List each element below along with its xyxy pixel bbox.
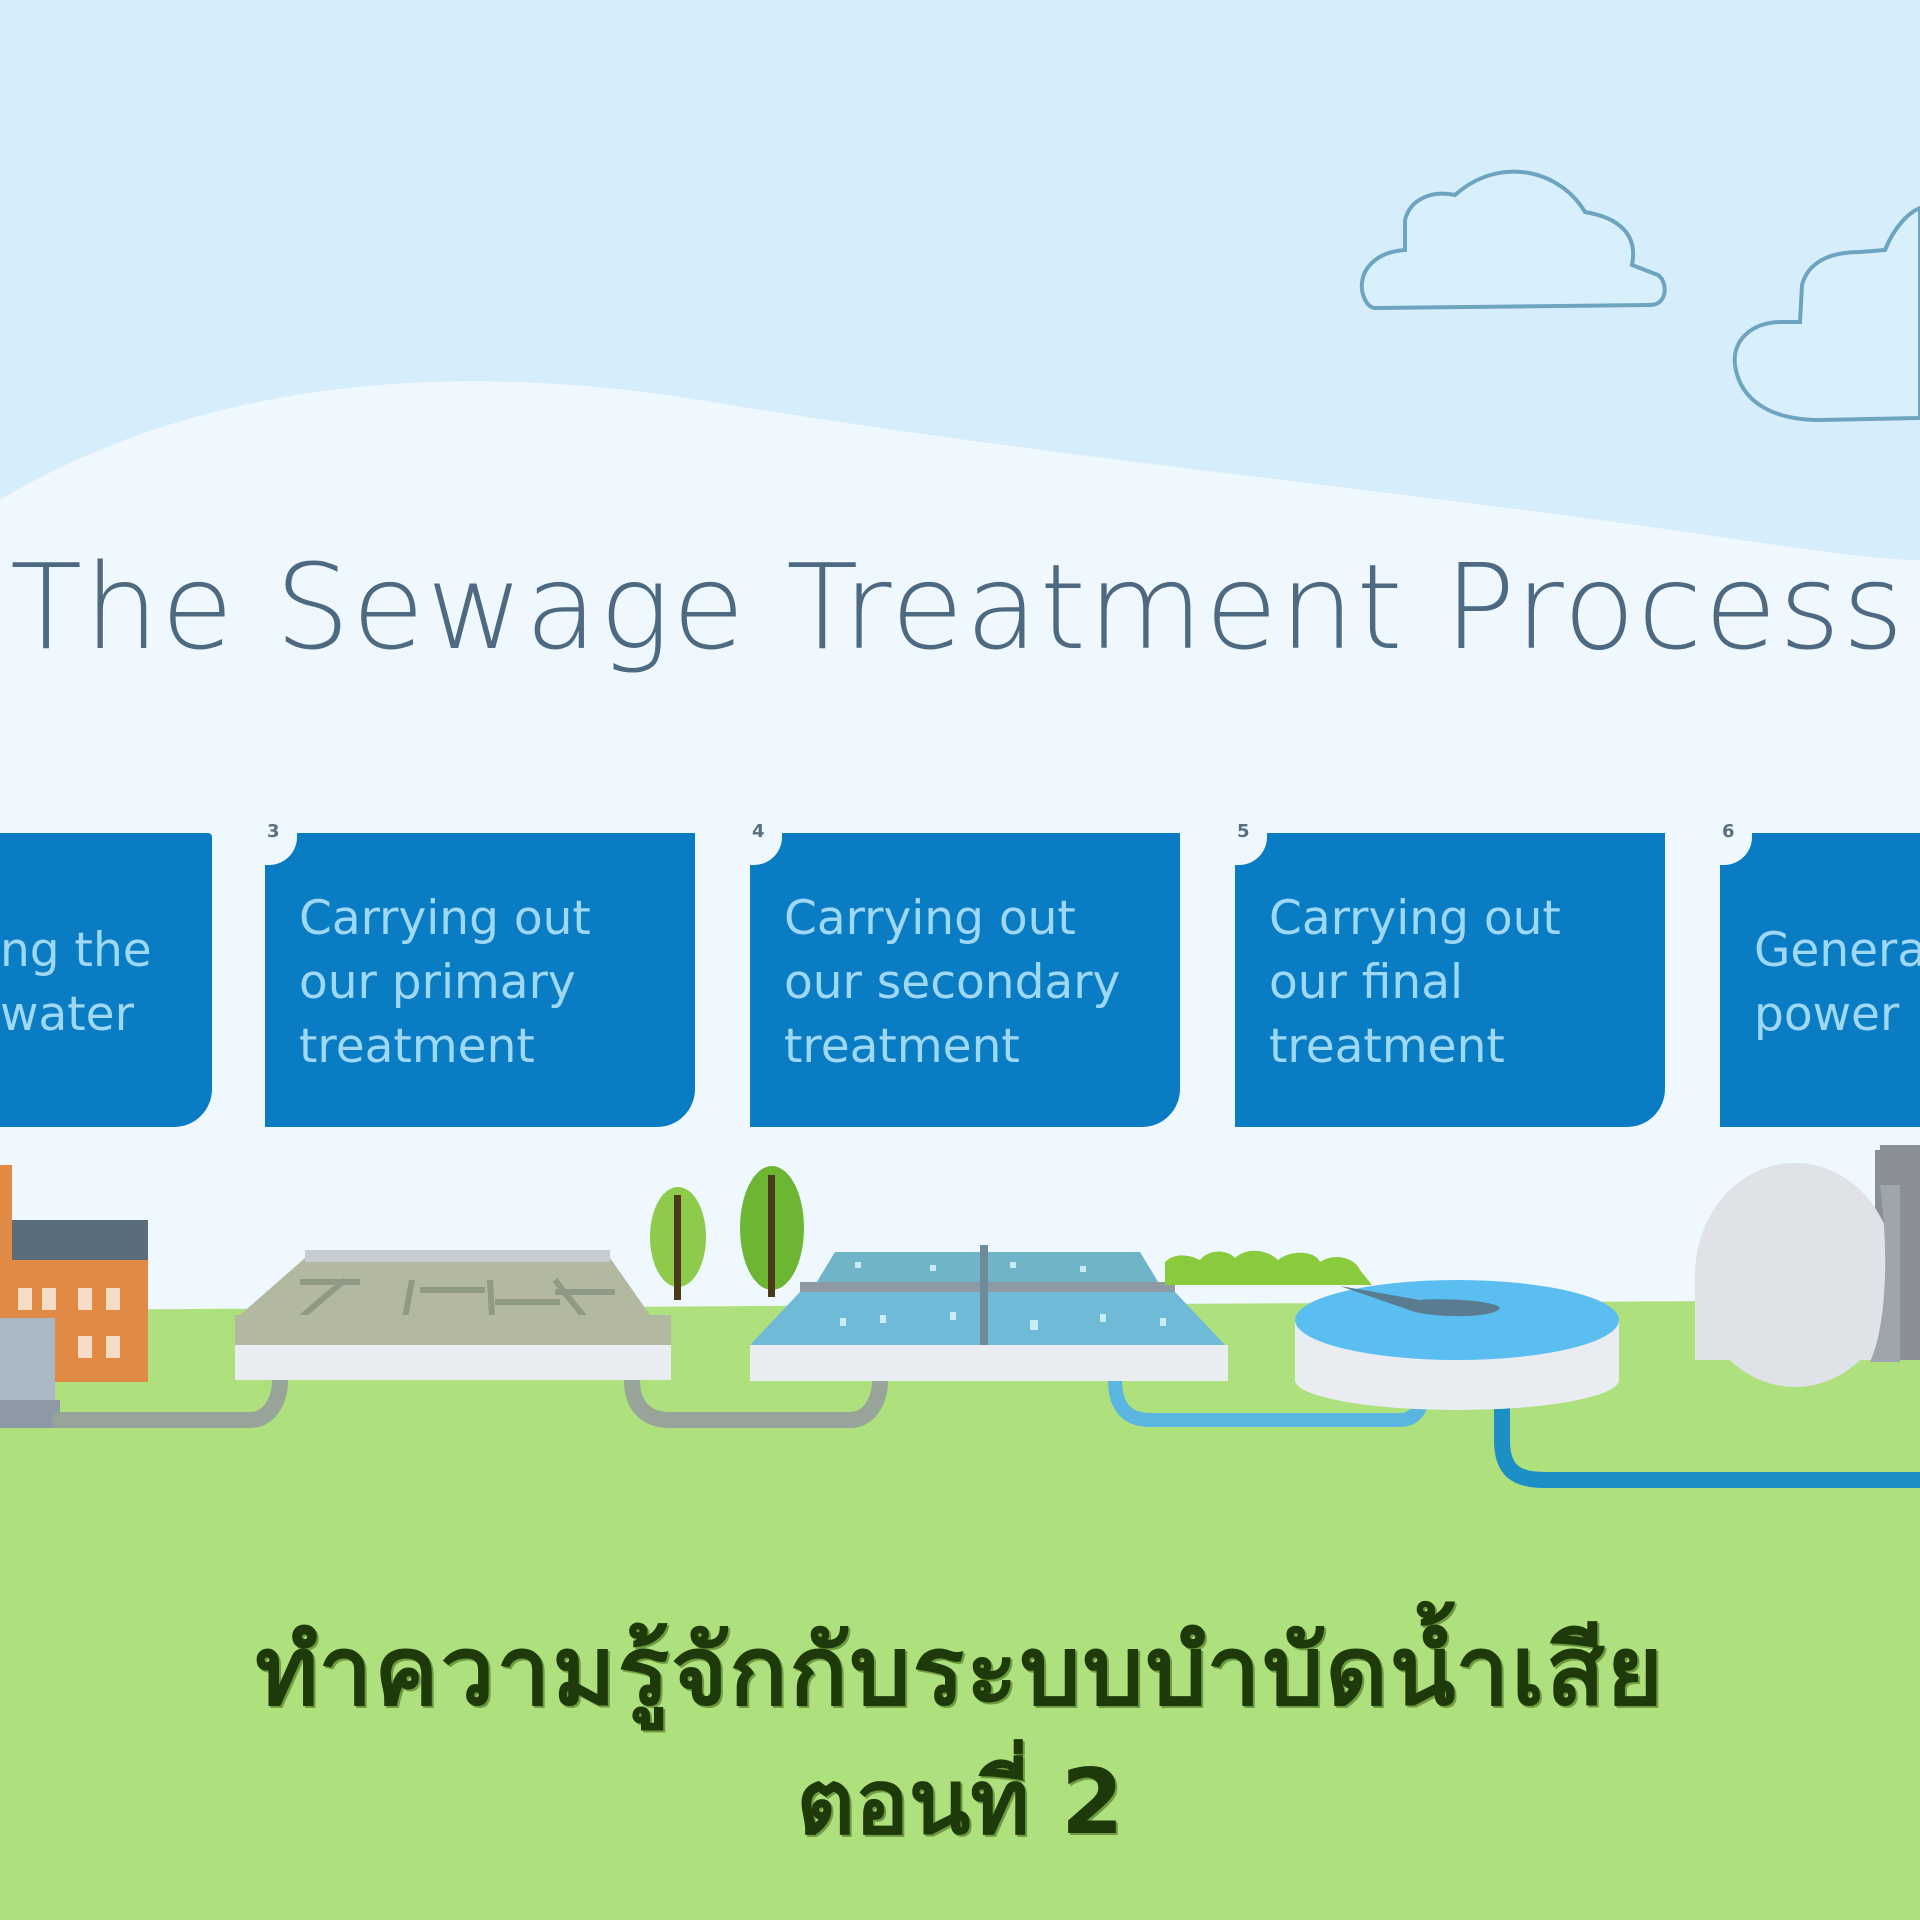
step-card-primary[interactable]: 3 Carrying out our primary treatment: [263, 821, 695, 1127]
thai-episode-label: ตอนที่ 2: [796, 1750, 1124, 1855]
pipe-grey: [52, 1372, 288, 1428]
step-card-generating-power[interactable]: 6 Genera power: [1718, 821, 1920, 1127]
secondary-tank-icon: [750, 1245, 1228, 1381]
primary-tank-icon: [235, 1250, 671, 1380]
tree-icon: [740, 1166, 804, 1297]
step-number-badge: 5: [1237, 821, 1250, 842]
digester-tank-icon: [1695, 1145, 1920, 1387]
tree-icon: [650, 1187, 706, 1300]
cloud-icon: [1359, 169, 1667, 311]
step-label: Genera power: [1754, 923, 1920, 1042]
thai-headline: ทำความรู้จักกับระบบบำบัดน้ำเสีย: [255, 1615, 1665, 1727]
step-number-badge: 4: [752, 821, 765, 842]
grass-field: [0, 1300, 1920, 1920]
step-label: Carrying out our final treatment: [1269, 891, 1561, 1074]
pipe-grey: [624, 1372, 888, 1428]
factory-building-icon: [0, 1165, 148, 1428]
cloud-icon: [1732, 205, 1920, 423]
step-label: ng the water: [0, 923, 152, 1042]
step-card-final[interactable]: 5 Carrying out our final treatment: [1233, 821, 1665, 1127]
step-label: Carrying out our primary treatment: [299, 891, 591, 1074]
hedge-icon: [1165, 1250, 1372, 1285]
step-card-collecting[interactable]: ng the water: [0, 833, 212, 1127]
clarifier-tank-icon: [1295, 1280, 1619, 1410]
step-label: Carrying out our secondary treatment: [784, 891, 1121, 1074]
page-title: The Sewage Treatment Process: [10, 538, 1906, 676]
step-card-secondary[interactable]: 4 Carrying out our secondary treatment: [748, 821, 1180, 1127]
step-number-badge: 6: [1722, 821, 1735, 842]
step-number-badge: 3: [267, 821, 280, 842]
pipe-blue: [1494, 1372, 1920, 1488]
